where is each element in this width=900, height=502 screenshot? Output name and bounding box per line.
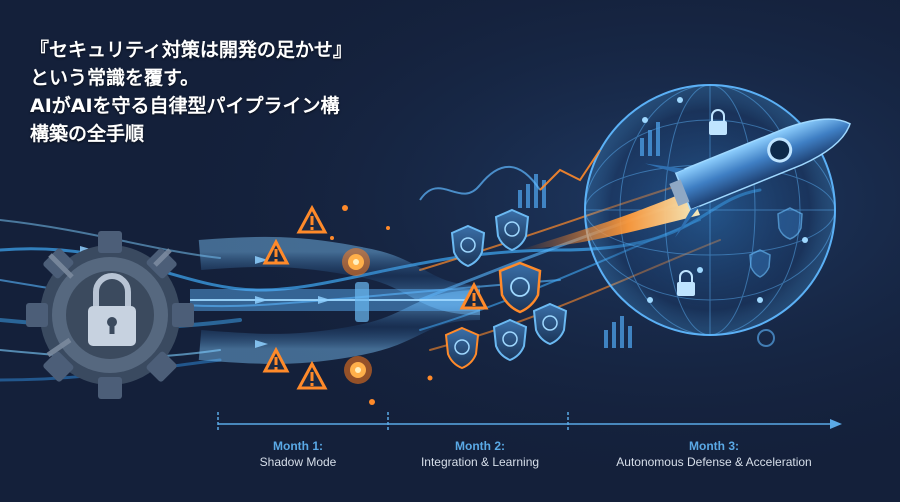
phase-1-description: Shadow Mode	[259, 455, 337, 469]
headline-line-1: 『セキュリティ対策は開発の足かせ』	[30, 39, 352, 61]
globe-padlock-icon	[709, 109, 727, 135]
globe-icon	[584, 84, 836, 336]
warning-icon	[262, 204, 489, 390]
headline: 『セキュリティ対策は開発の足かせ』 という常識を覆す。 AIがAIを守る自律型パ…	[30, 36, 410, 148]
timeline-phase-1: Month 1: Shadow Mode	[238, 438, 358, 470]
bar-chart-icon	[419, 122, 775, 348]
globe-padlock-icon-2	[677, 270, 695, 296]
padlock-icon	[88, 273, 136, 346]
rocket-icon	[520, 118, 851, 250]
timeline-axis	[217, 412, 842, 432]
phase-2-month: Month 2:	[455, 439, 505, 453]
phase-3-description: Autonomous Defense & Acceleration	[616, 455, 812, 469]
headline-line-2: という常識を覆す。	[30, 67, 200, 89]
headline-line-3: AIがAIを守る自律型パイプライン構	[30, 95, 340, 117]
phase-1-month: Month 1:	[273, 439, 323, 453]
explosion-icon	[330, 205, 433, 405]
phase-2-description: Integration & Learning	[420, 455, 540, 469]
headline-line-4: 構築の全手順	[30, 123, 145, 145]
timeline-phase-3: Month 3: Autonomous Defense & Accelerati…	[596, 438, 832, 470]
timeline-phase-2: Month 2: Integration & Learning	[400, 438, 560, 470]
phase-3-month: Month 3:	[689, 439, 739, 453]
